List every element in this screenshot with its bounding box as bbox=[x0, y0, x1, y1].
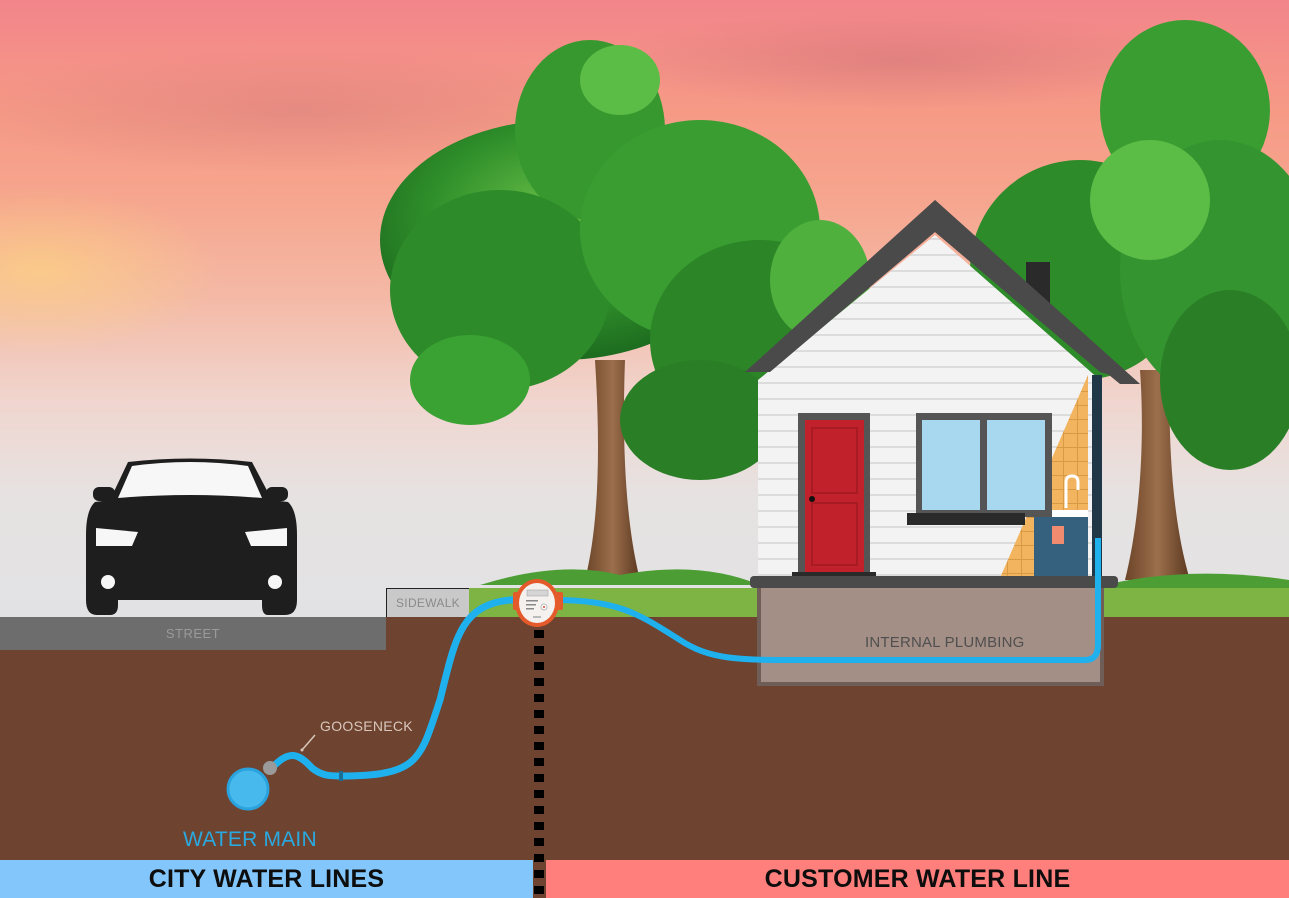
street-label: STREET bbox=[165, 626, 221, 641]
faucet-icon bbox=[1064, 474, 1080, 508]
customer-pipe bbox=[554, 538, 1101, 663]
scenery bbox=[86, 20, 1289, 615]
property-line-divider bbox=[534, 630, 544, 898]
basement bbox=[757, 588, 1104, 686]
customer-water-line-label: CUSTOMER WATER LINE bbox=[764, 864, 1071, 893]
sidewalk: SIDEWALK bbox=[386, 588, 469, 617]
city-water-lines-band: CITY WATER LINES bbox=[0, 860, 533, 898]
service-pipe-city bbox=[339, 596, 525, 780]
sidewalk-label: SIDEWALK bbox=[396, 596, 460, 610]
water-main-icon bbox=[226, 767, 270, 811]
gooseneck-pipe bbox=[269, 752, 343, 780]
internal-plumbing-label: INTERNAL PLUMBING bbox=[865, 634, 1025, 651]
street: STREET bbox=[0, 617, 386, 650]
water-meter-icon bbox=[513, 579, 563, 627]
gooseneck-pointer bbox=[301, 734, 316, 751]
house-icon bbox=[745, 200, 1140, 588]
water-main-label: WATER MAIN bbox=[183, 828, 317, 851]
gooseneck-label: GOOSENECK bbox=[320, 718, 413, 734]
car-front-icon bbox=[86, 458, 297, 615]
customer-water-line-band: CUSTOMER WATER LINE bbox=[546, 860, 1289, 898]
gooseneck-fitting bbox=[263, 761, 277, 775]
door bbox=[805, 420, 864, 575]
city-water-lines-label: CITY WATER LINES bbox=[148, 864, 385, 893]
